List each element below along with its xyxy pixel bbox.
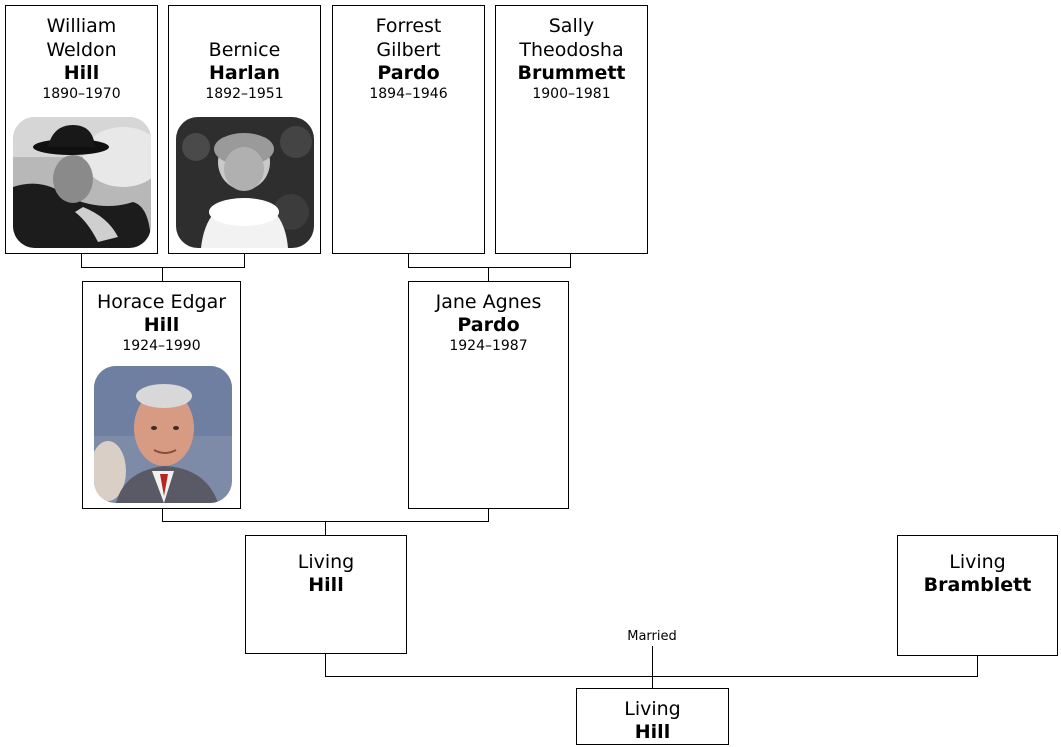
connector-hill-harlan-horizontal <box>81 267 245 268</box>
connector-horace-jane-to-child <box>325 521 326 535</box>
given-name: Living <box>297 551 355 573</box>
connector-pardo-brummett-vertical-right <box>570 253 571 268</box>
surname: Hill <box>308 574 344 596</box>
given-name: Living <box>949 551 1006 573</box>
person-sally-theodosha-brummett[interactable]: Sally Theodosha Brummett 1900–1981 <box>495 5 648 254</box>
given-name: Forrest Gilbert <box>375 15 442 61</box>
given-name: William Weldon <box>46 15 117 61</box>
connector-horace-jane-vertical-left <box>162 508 163 522</box>
connector-marriage-vertical-right <box>977 655 978 677</box>
connector-pardo-brummett-horizontal <box>408 267 571 268</box>
portrait-photo[interactable] <box>13 117 151 248</box>
given-name: Horace Edgar <box>96 291 227 313</box>
connector-marriage-horizontal <box>325 676 978 677</box>
connector-pardo-brummett-to-child <box>488 267 489 281</box>
life-dates: 1890–1970 <box>42 86 121 102</box>
surname: Hill <box>634 721 671 743</box>
given-name: Jane Agnes <box>435 291 542 313</box>
life-dates: 1924–1987 <box>449 338 528 354</box>
connector-hill-harlan-vertical-right <box>244 253 245 268</box>
given-name: Sally Theodosha <box>519 15 624 61</box>
person-living-bramblett[interactable]: Living Bramblett <box>897 535 1058 656</box>
life-dates: 1924–1990 <box>122 338 201 354</box>
surname: Hill <box>143 314 180 336</box>
connector-hill-harlan-to-child <box>162 267 163 281</box>
connector-marriage-to-child <box>652 646 653 688</box>
surname: Hill <box>63 62 100 84</box>
person-forrest-gilbert-pardo[interactable]: Forrest Gilbert Pardo 1894–1946 <box>332 5 485 254</box>
person-horace-edgar-hill[interactable]: Horace Edgar Hill 1924–1990 <box>82 281 241 509</box>
surname: Harlan <box>209 62 280 84</box>
surname: Pardo <box>457 314 520 336</box>
portrait-photo[interactable] <box>176 117 314 248</box>
marriage-label: Married <box>612 630 692 644</box>
person-jane-agnes-pardo[interactable]: Jane Agnes Pardo 1924–1987 <box>408 281 569 509</box>
person-living-hill-child[interactable]: Living Hill <box>576 688 729 745</box>
life-dates: 1892–1951 <box>205 86 284 102</box>
surname: Bramblett <box>923 574 1032 596</box>
connector-pardo-brummett-vertical-left <box>408 253 409 268</box>
person-living-hill-parent[interactable]: Living Hill <box>245 535 407 654</box>
given-name: Bernice <box>208 39 281 61</box>
portrait-photo[interactable] <box>94 366 232 503</box>
connector-marriage-vertical-left <box>325 653 326 677</box>
life-dates: 1900–1981 <box>532 86 611 102</box>
person-william-weldon-hill[interactable]: William Weldon Hill 1890–1970 <box>5 5 158 254</box>
surname: Pardo <box>377 62 440 84</box>
life-dates: 1894–1946 <box>369 86 448 102</box>
given-name: Living <box>624 698 681 720</box>
surname: Brummett <box>517 62 626 84</box>
person-bernice-harlan[interactable]: Bernice Harlan 1892–1951 <box>168 5 321 254</box>
connector-horace-jane-vertical-right <box>488 508 489 522</box>
connector-hill-harlan-vertical-left <box>81 253 82 268</box>
